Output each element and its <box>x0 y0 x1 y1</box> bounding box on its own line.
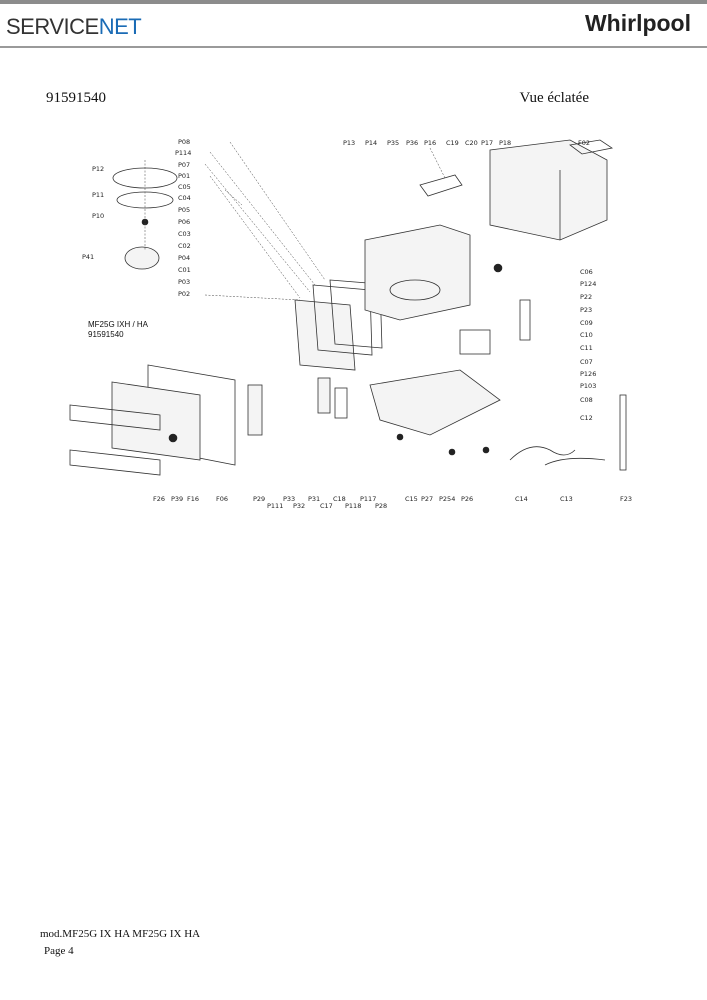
part-label: P33 <box>283 495 295 503</box>
part-label: C08 <box>580 396 593 404</box>
door-panel-part <box>294 299 356 371</box>
part-label: P18 <box>499 139 511 147</box>
part-label: P254 <box>439 495 455 503</box>
part-label: P36 <box>406 139 418 147</box>
part-label: P114 <box>175 149 191 157</box>
bracket-part <box>519 299 531 341</box>
part-label: C03 <box>178 230 191 238</box>
part-label: C15 <box>405 495 418 503</box>
exploded-view-diagram: MF25G IXH / HA 91591540 P08 P114 P07 P01… <box>69 138 632 510</box>
base-plate-part <box>369 369 501 436</box>
part-label: C04 <box>178 194 191 202</box>
part-label: P08 <box>178 138 190 146</box>
part-label: P13 <box>343 139 355 147</box>
outer-case-part <box>489 139 608 241</box>
part-label: P03 <box>178 278 190 286</box>
part-label: C12 <box>580 414 593 422</box>
part-label: P35 <box>387 139 399 147</box>
part-label: P06 <box>178 218 190 226</box>
part-label: P39 <box>171 495 183 503</box>
footer-model-line: mod.MF25G IX HA MF25G IX HA <box>40 928 201 940</box>
transformer-part <box>459 329 491 355</box>
part-label: C06 <box>580 268 593 276</box>
part-label: P11 <box>92 191 104 199</box>
part-label: P16 <box>424 139 436 147</box>
part-label: C09 <box>580 319 593 327</box>
part-label: P05 <box>178 206 190 214</box>
part-label: C01 <box>178 266 191 274</box>
part-label: P22 <box>580 293 592 301</box>
header-top-bar <box>0 0 707 4</box>
page-title: Vue éclatée <box>519 90 589 106</box>
servicenet-logo: SERVICENET <box>6 14 142 40</box>
part-label: P32 <box>293 502 305 510</box>
glass-tray-part <box>124 246 160 270</box>
part-label: P17 <box>481 139 493 147</box>
door-frame-part <box>312 284 373 356</box>
front-glass-part <box>111 381 201 461</box>
part-label: P118 <box>345 502 361 510</box>
part-label: F23 <box>620 495 632 503</box>
model-number: 91591540 <box>88 330 124 339</box>
part-label: P23 <box>580 306 592 314</box>
logo-text-service: SERVICE <box>6 14 99 39</box>
part-label: C17 <box>320 502 333 510</box>
part-label: P31 <box>308 495 320 503</box>
part-label: P12 <box>92 165 104 173</box>
part-label: C10 <box>580 331 593 339</box>
part-label: P01 <box>178 172 190 180</box>
logo-text-net: NET <box>98 14 142 39</box>
part-label: P14 <box>365 139 377 147</box>
part-label: P29 <box>253 495 265 503</box>
part-label: P07 <box>178 161 190 169</box>
part-number: 91591540 <box>46 90 106 106</box>
footer-page-label: Page 4 <box>44 945 74 957</box>
part-label: P26 <box>461 495 473 503</box>
part-label: F26 <box>153 495 165 503</box>
part-label: C02 <box>178 242 191 250</box>
part-label: P124 <box>580 280 596 288</box>
model-label: MF25G IXH / HA <box>88 320 149 329</box>
part-label: P10 <box>92 212 104 220</box>
part-label: C20 <box>465 139 478 147</box>
part-label: F16 <box>187 495 199 503</box>
part-label: C13 <box>560 495 573 503</box>
part-label: P28 <box>375 502 387 510</box>
part-label: P126 <box>580 370 596 378</box>
part-label: P111 <box>267 502 283 510</box>
part-label: C07 <box>580 358 593 366</box>
part-label: C05 <box>178 183 191 191</box>
header-rule <box>0 46 707 48</box>
control-panel-part <box>247 384 263 436</box>
part-label: P27 <box>421 495 433 503</box>
oven-cavity-part <box>364 224 471 321</box>
part-label: F02 <box>578 139 590 147</box>
part-label: C14 <box>515 495 528 503</box>
part-label: P02 <box>178 290 190 298</box>
part-label: P117 <box>360 495 376 503</box>
part-label: P41 <box>82 253 94 261</box>
part-label: P103 <box>580 382 596 390</box>
part-label: C18 <box>333 495 346 503</box>
whirlpool-logo: Whirlpool <box>584 10 691 36</box>
part-label: F06 <box>216 495 228 503</box>
rail-part <box>619 394 627 471</box>
part-label: C19 <box>446 139 459 147</box>
wire-harness-part <box>509 446 576 461</box>
part-label: C11 <box>580 344 593 352</box>
part-label: P04 <box>178 254 190 262</box>
